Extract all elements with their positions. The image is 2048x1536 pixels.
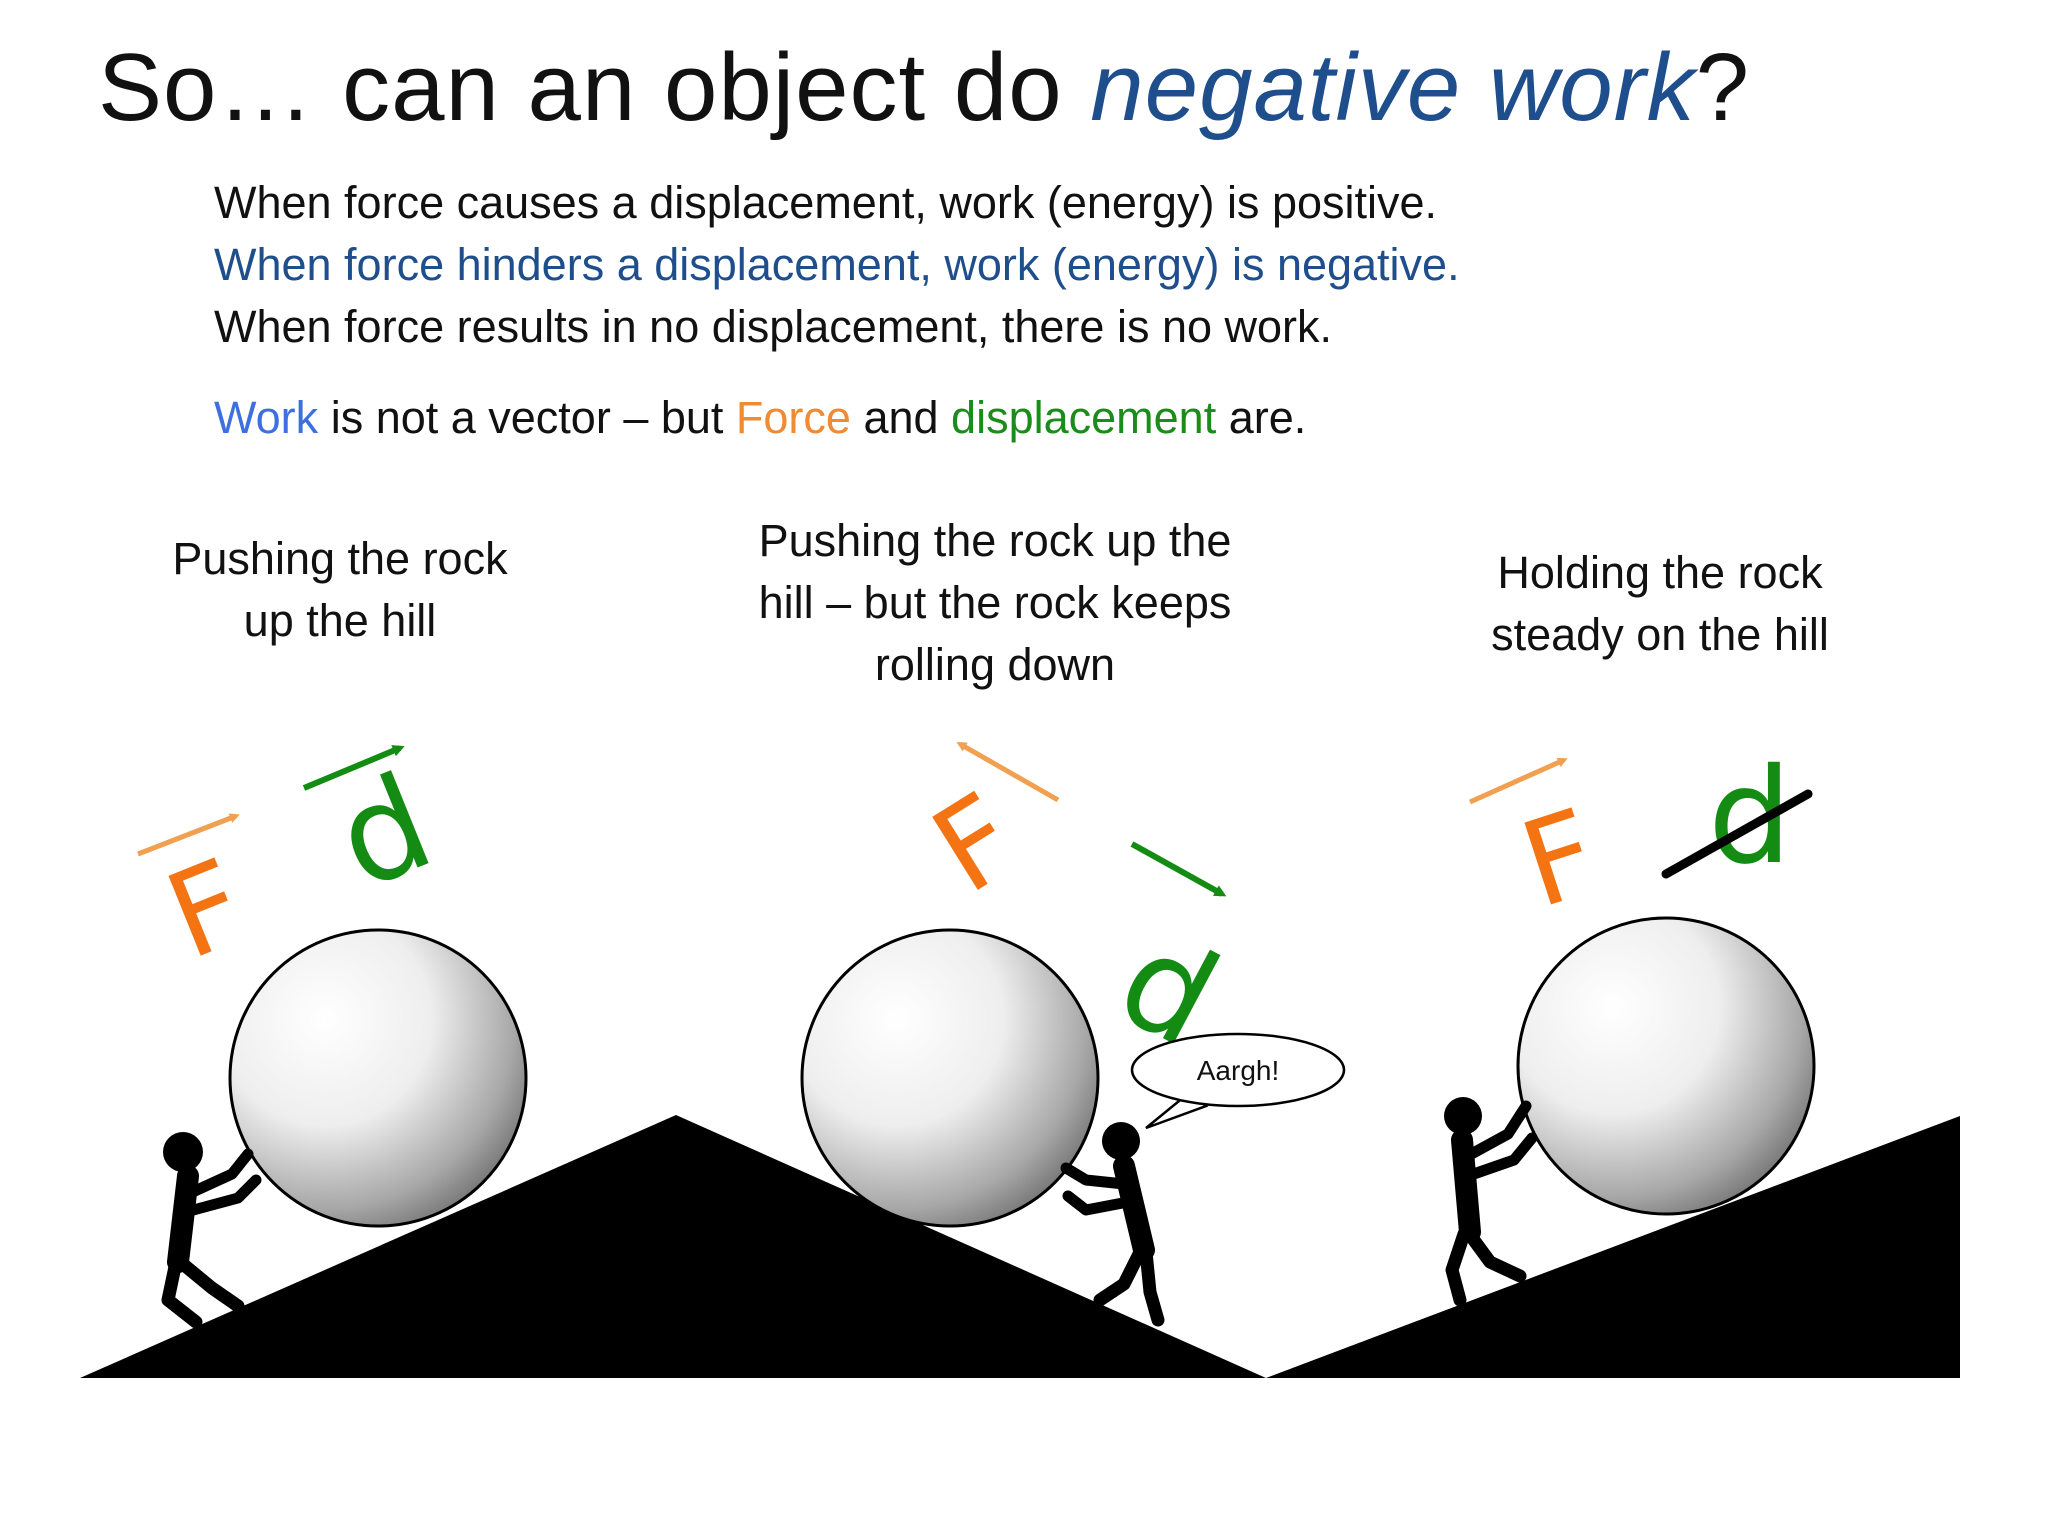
speech-bubble-text: Aargh! — [1197, 1055, 1280, 1086]
displacement-arrow-2 — [1130, 841, 1227, 897]
force-arrow-3 — [1468, 757, 1568, 805]
statement-negative-work: When force hinders a displacement, work … — [214, 239, 1460, 290]
title-text: So… can an object do — [98, 34, 1091, 141]
force-label-1: F — [149, 833, 264, 986]
person-pushing-3 — [1444, 1097, 1538, 1307]
hill-left-peak — [80, 1115, 1266, 1378]
vector-note: Work is not a vector – but Force and dis… — [214, 392, 1306, 444]
strike-through-displacement — [1661, 789, 1813, 879]
rock-3 — [1516, 916, 1816, 1216]
hill-right-slope — [1266, 1116, 1960, 1378]
force-arrow-2 — [956, 741, 1060, 803]
displacement-label-3: d — [1708, 740, 1792, 894]
rock-2 — [800, 928, 1100, 1228]
person-pushing-1 — [161, 1132, 262, 1329]
vector-note-work: Work — [214, 392, 319, 443]
title-question-mark: ? — [1695, 34, 1750, 141]
statement-positive-work: When force causes a displacement, work (… — [214, 177, 1438, 228]
statement-list: When force causes a displacement, work (… — [214, 172, 1460, 358]
vector-note-text-3: are. — [1216, 392, 1307, 443]
panel-2-caption: Pushing the rock up the hill – but the r… — [758, 515, 1232, 690]
slide-title: So… can an object do negative work? — [98, 30, 1750, 145]
force-label-3: F — [1506, 782, 1613, 934]
panel-3-caption: Holding the rock steady on the hill — [1491, 547, 1829, 660]
speech-bubble: Aargh! — [1130, 1032, 1346, 1130]
vector-note-text-1: is not a vector – but — [318, 392, 736, 443]
vector-note-displacement: displacement — [951, 392, 1217, 443]
panel-1-caption: Pushing the rock up the hill — [172, 533, 508, 646]
force-arrow-1 — [137, 813, 240, 857]
title-emphasis: negative work — [1090, 34, 1696, 141]
statement-no-work: When force results in no displacement, t… — [214, 301, 1333, 352]
force-label-2: F — [910, 767, 1041, 920]
vector-note-text-2: and — [850, 392, 952, 443]
displacement-arrow-1 — [302, 745, 405, 791]
rock-1 — [228, 928, 528, 1228]
vector-note-force: Force — [735, 392, 851, 443]
displacement-label-1: d — [316, 745, 451, 919]
person-pushing-2 — [1060, 1122, 1165, 1327]
panel-3-scene: F d — [1444, 740, 1816, 1307]
